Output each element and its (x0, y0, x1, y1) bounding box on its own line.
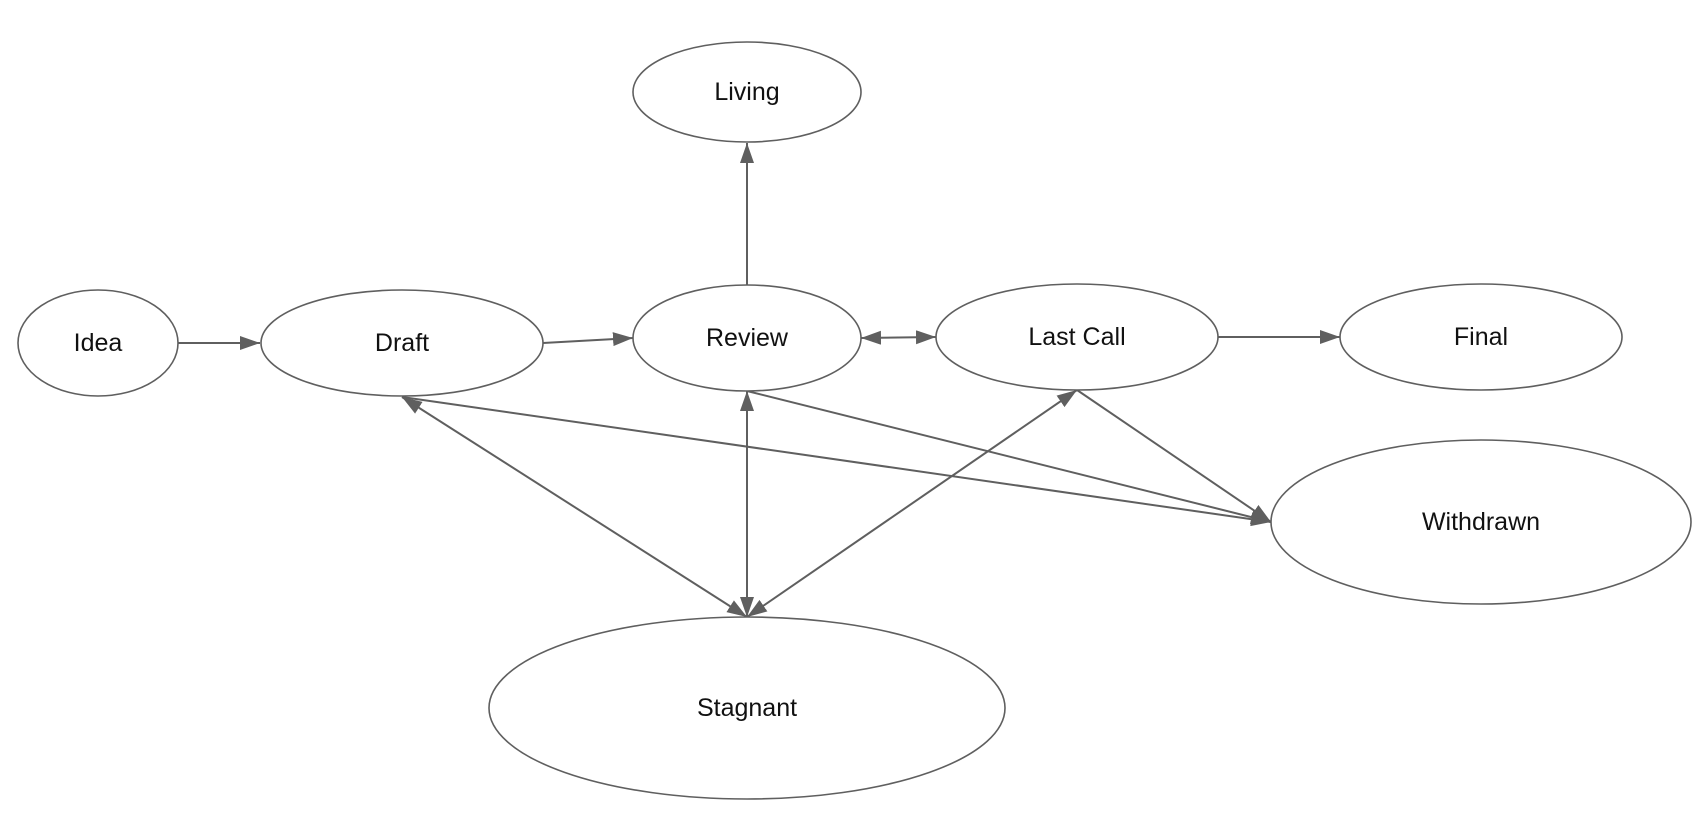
edge-review-to-last-call (860, 330, 937, 345)
node-idea: Idea (17, 289, 179, 397)
edge-last-call-to-withdrawn (1076, 389, 1272, 523)
edge-review-to-withdrawn (746, 390, 1272, 524)
node-review: Review (632, 284, 862, 392)
node-withdrawn-label: Withdrawn (1422, 508, 1540, 536)
edges-layer (178, 143, 1340, 618)
node-withdrawn: Withdrawn (1270, 439, 1692, 605)
node-last-call: Last Call (935, 283, 1219, 391)
node-living-ellipse (632, 41, 862, 143)
node-stagnant: Stagnant (488, 616, 1006, 800)
node-last-call-label: Last Call (1028, 323, 1125, 351)
node-draft-label: Draft (375, 329, 429, 357)
node-draft: Draft (260, 289, 544, 397)
node-final: Final (1339, 283, 1623, 391)
node-draft-ellipse (260, 289, 544, 397)
node-final-ellipse (1339, 283, 1623, 391)
node-review-label: Review (706, 324, 789, 352)
edge-draft-to-review (542, 332, 634, 347)
node-stagnant-label: Stagnant (697, 694, 797, 722)
edge-draft-to-withdrawn (401, 396, 1272, 527)
node-living-label: Living (714, 78, 779, 106)
edge-last-call-to-stagnant (746, 389, 1078, 618)
node-idea-ellipse (17, 289, 179, 397)
node-withdrawn-ellipse (1270, 439, 1692, 605)
node-idea-label: Idea (74, 329, 123, 357)
node-review-ellipse (632, 284, 862, 392)
edge-draft-to-stagnant (401, 396, 748, 618)
node-stagnant-ellipse (488, 616, 1006, 800)
node-final-label: Final (1454, 323, 1508, 351)
node-living: Living (632, 41, 862, 143)
node-last-call-ellipse (935, 283, 1219, 391)
